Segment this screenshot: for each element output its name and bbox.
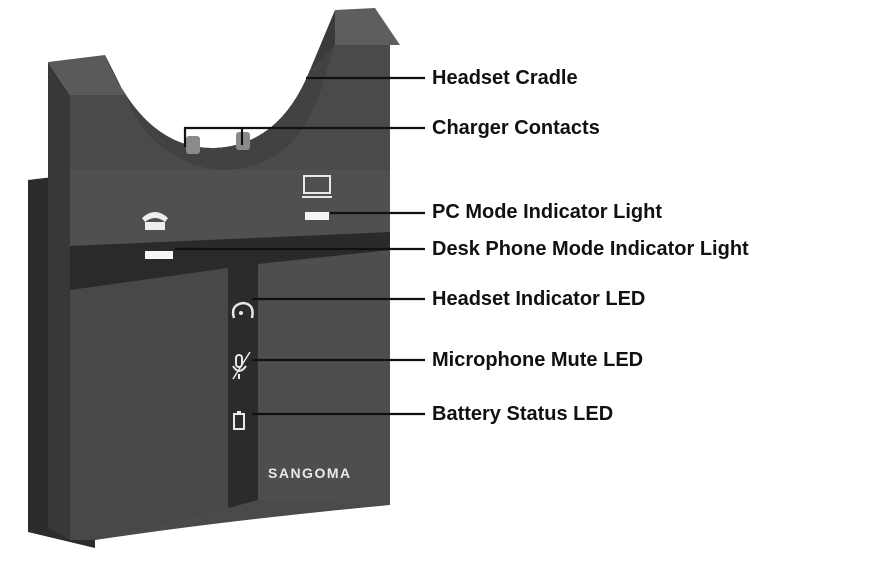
label-headset-cradle: Headset Cradle [432,67,578,89]
top-right-prong [335,8,400,45]
headset-cradle [105,45,335,171]
label-charger-contacts: Charger Contacts [432,117,600,139]
leader-charger-contacts [183,126,425,147]
pc-mode-indicator-light [305,212,329,220]
desk-phone-icon [142,212,168,230]
lower-left-panel [70,268,228,540]
top-left-block [48,55,125,95]
battery-icon [233,411,245,430]
lower-right-panel [258,250,390,505]
label-microphone-mute-led: Microphone Mute LED [432,349,644,371]
microphone-mute-icon [232,351,251,380]
headset-icon [231,301,254,319]
brand-logo-text: SANGOMA [268,465,352,481]
label-pc-mode-indicator-light: PC Mode Indicator Light [432,201,662,223]
desk-phone-mode-indicator-light [145,251,173,259]
pc-monitor-icon [302,175,332,198]
base-left-side [48,62,70,540]
callout-leaders [175,76,425,416]
label-battery-status-led: Battery Status LED [432,403,614,425]
center-stripe [228,264,258,508]
charger-contact-left [186,136,200,154]
label-desk-phone-mode-indicator-light: Desk Phone Mode Indicator Light [432,238,749,260]
label-headset-indicator-led: Headset Indicator LED [432,288,646,310]
